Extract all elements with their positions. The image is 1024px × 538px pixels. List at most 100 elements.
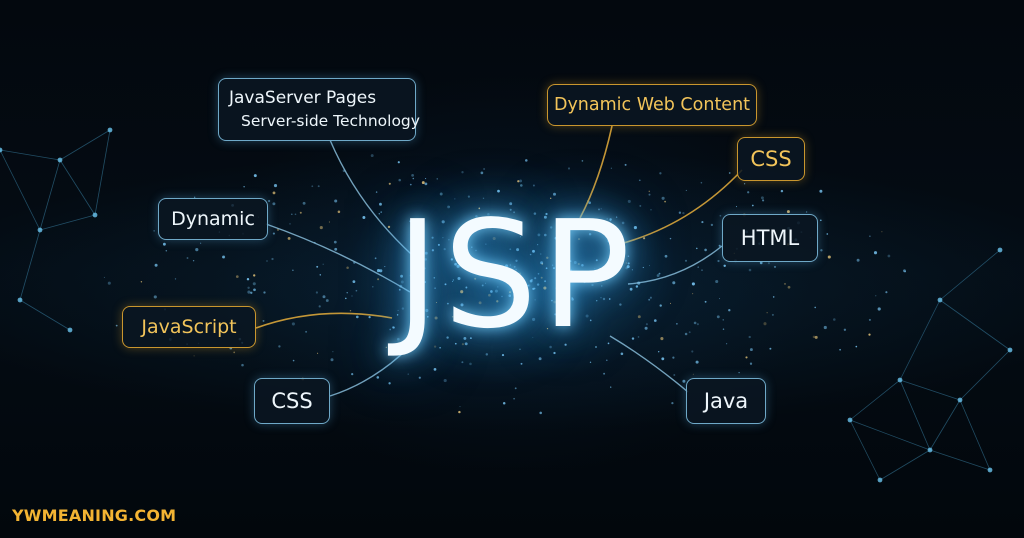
mesh-link [39, 214, 96, 231]
particle [827, 255, 831, 259]
particle [568, 269, 571, 272]
particle [388, 182, 391, 185]
particle [551, 264, 554, 266]
particle [273, 184, 278, 188]
particle [460, 290, 464, 294]
particle [513, 265, 516, 268]
particle [648, 190, 651, 193]
particle [537, 233, 541, 237]
particle [786, 210, 790, 214]
particle [728, 309, 731, 312]
particle [271, 257, 274, 261]
particle [568, 249, 571, 252]
mesh-node [897, 377, 903, 383]
particle [454, 342, 457, 345]
particle [459, 406, 461, 408]
connector-html [627, 245, 723, 285]
particle [661, 357, 665, 361]
particle [362, 216, 366, 219]
particle [537, 272, 540, 275]
particle [661, 196, 665, 200]
particle [452, 280, 454, 282]
particle [561, 291, 563, 293]
particle [565, 277, 569, 280]
particle [881, 231, 883, 233]
particle [673, 374, 676, 376]
connector-css-left [329, 335, 421, 397]
mesh-link [94, 129, 111, 216]
particle [564, 275, 566, 277]
particle [619, 303, 622, 306]
particle [743, 183, 746, 185]
particle [887, 254, 891, 258]
particle [676, 323, 678, 325]
particle [629, 287, 633, 291]
particle [247, 286, 250, 289]
particle [868, 333, 871, 336]
particle [615, 216, 618, 218]
particle [509, 264, 511, 266]
particle [833, 318, 836, 321]
particle [292, 269, 294, 271]
particle [611, 255, 615, 259]
particle [418, 376, 421, 379]
connector-css-right [619, 169, 743, 245]
particle [480, 171, 484, 175]
particle [508, 294, 512, 297]
particle [349, 310, 352, 312]
particle [608, 230, 611, 233]
particle [417, 232, 421, 236]
mesh-link [959, 399, 991, 471]
particle [589, 361, 592, 363]
particle [140, 281, 143, 283]
particle [718, 244, 721, 247]
particle [377, 278, 380, 281]
callout-dynamic-web-content: Dynamic Web Content [547, 84, 757, 126]
particle [509, 202, 513, 206]
connector-java [609, 335, 689, 393]
particle [379, 269, 383, 273]
particle [701, 269, 703, 271]
mesh-node [107, 127, 113, 133]
particle [409, 220, 412, 223]
particle [873, 251, 878, 255]
particle [568, 277, 571, 280]
particle [763, 322, 767, 326]
particle [534, 299, 536, 301]
particle [553, 351, 556, 355]
particle [252, 282, 256, 286]
particle [553, 300, 557, 304]
callout-css-right: CSS [737, 137, 805, 181]
particle [589, 319, 592, 322]
particle [614, 256, 617, 259]
particle [471, 246, 473, 248]
particle [696, 247, 698, 250]
particle [637, 336, 640, 338]
particle [501, 269, 504, 272]
particle [715, 279, 719, 284]
particle [577, 238, 581, 241]
particle [638, 179, 641, 182]
particle [544, 233, 547, 237]
particle [478, 207, 481, 210]
particle [875, 295, 877, 297]
particle [322, 295, 326, 299]
particle [431, 249, 435, 252]
particle [644, 326, 648, 330]
mesh-link [959, 349, 1011, 401]
particle [762, 199, 765, 202]
particle [448, 239, 450, 241]
particle [716, 315, 720, 319]
particle [546, 327, 549, 330]
mesh-node [937, 297, 943, 303]
particle [436, 178, 438, 180]
particle [748, 268, 752, 272]
particle [409, 183, 412, 186]
particle [492, 267, 494, 269]
particle [233, 351, 236, 354]
particle [451, 316, 454, 318]
particle [351, 295, 353, 297]
particle [656, 274, 660, 277]
particle [805, 211, 808, 213]
particle [278, 345, 281, 348]
